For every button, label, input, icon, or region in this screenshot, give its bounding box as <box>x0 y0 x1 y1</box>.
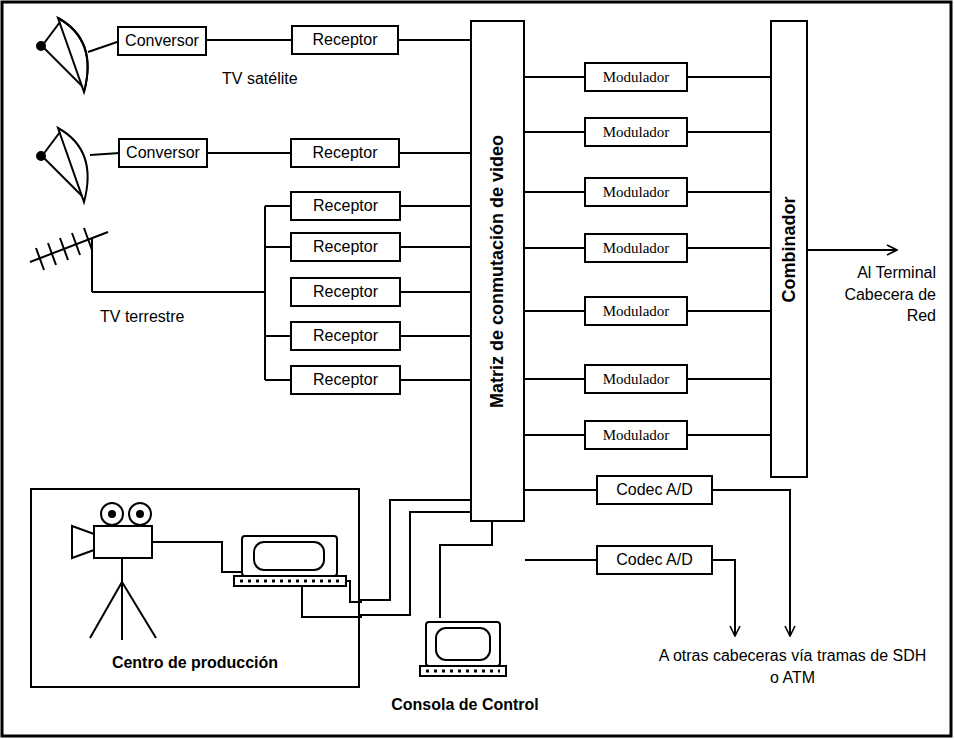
node-text: Conversor <box>126 144 200 162</box>
node-text: Receptor <box>313 31 378 49</box>
connector-line <box>688 191 770 193</box>
node-text: Receptor <box>313 144 378 162</box>
production-center: Centro de producción <box>30 488 360 688</box>
connector-line <box>525 247 584 249</box>
connector-line <box>525 489 596 491</box>
satellite-dish <box>37 18 120 92</box>
modulator-box: Modulador <box>584 364 688 394</box>
connector-line <box>401 246 470 248</box>
terrestrial-antenna <box>30 206 291 380</box>
node-text: Codec A/D <box>616 551 692 569</box>
node-text: Modulador <box>603 371 670 388</box>
terrestrial-label: TV terrestre <box>100 306 240 328</box>
connector-line <box>401 379 470 381</box>
modulator-box: Modulador <box>584 296 688 326</box>
node-text: Consola de Control <box>378 696 552 714</box>
connector-line <box>525 378 584 380</box>
node-text: Receptor <box>313 238 378 256</box>
control-console: Consola de Control <box>378 618 552 714</box>
modulator-box: Modulador <box>584 420 688 450</box>
receiver-box: Receptor <box>290 232 401 262</box>
connector-line <box>360 500 470 600</box>
connector-line <box>525 76 584 78</box>
satellite-dish <box>37 128 120 202</box>
node-text: Modulador <box>603 124 670 141</box>
connector-line <box>401 205 470 207</box>
converter-box: Conversor <box>117 26 207 56</box>
connector-line <box>688 76 770 78</box>
combiner-box: Combinador <box>770 20 808 478</box>
satellite-label: TV satélite <box>222 68 332 90</box>
modulator-box: Modulador <box>584 177 688 207</box>
connector-line <box>207 39 291 41</box>
modulator-box: Modulador <box>584 117 688 147</box>
node-text: Receptor <box>313 371 378 389</box>
receiver-box: Receptor <box>291 25 399 55</box>
receiver-box: Receptor <box>290 365 401 395</box>
connector-line <box>525 434 584 436</box>
connector-line <box>688 434 770 436</box>
modulator-box: Modulador <box>584 62 688 92</box>
codec-box: Codec A/D <box>596 545 713 575</box>
receiver-box: Receptor <box>290 277 401 307</box>
receiver-box: Receptor <box>290 321 401 351</box>
receiver-box: Receptor <box>290 138 400 168</box>
node-text: Centro de producción <box>32 654 358 672</box>
connector-line <box>688 310 770 312</box>
node-text: Codec A/D <box>616 481 692 499</box>
connector-line <box>208 152 290 154</box>
connector-line <box>688 131 770 133</box>
output-label: Al Terminal Cabecera de Red <box>824 262 936 327</box>
node-text: Receptor <box>313 197 378 215</box>
codec-box: Codec A/D <box>596 475 713 505</box>
converter-box: Conversor <box>118 138 208 168</box>
modulator-box: Modulador <box>584 233 688 263</box>
connector-line <box>360 512 470 615</box>
connector-line <box>399 39 470 41</box>
node-text: Modulador <box>603 184 670 201</box>
connector-line <box>688 378 770 380</box>
connector-line <box>401 291 470 293</box>
connector-line <box>440 522 492 618</box>
connector-line <box>525 559 596 561</box>
connector-line <box>525 191 584 193</box>
node-text: Receptor <box>313 327 378 345</box>
node-text: Receptor <box>313 283 378 301</box>
node-text: Conversor <box>125 32 199 50</box>
connector-line <box>525 310 584 312</box>
connector-line <box>525 131 584 133</box>
receiver-box: Receptor <box>290 191 401 221</box>
node-text: Modulador <box>603 240 670 257</box>
node-text: Modulador <box>603 427 670 444</box>
connector-line <box>688 247 770 249</box>
node-text: Modulador <box>603 69 670 86</box>
connector-line <box>401 335 470 337</box>
headend-label: A otras cabeceras vía tramas de SDH o AT… <box>655 645 930 688</box>
connector-line <box>400 152 470 154</box>
switching-matrix: Matriz de conmutación de video <box>470 20 525 522</box>
vertical-title: Combinador <box>779 196 800 302</box>
vertical-title: Matriz de conmutación de video <box>487 134 508 407</box>
node-text: Modulador <box>603 303 670 320</box>
